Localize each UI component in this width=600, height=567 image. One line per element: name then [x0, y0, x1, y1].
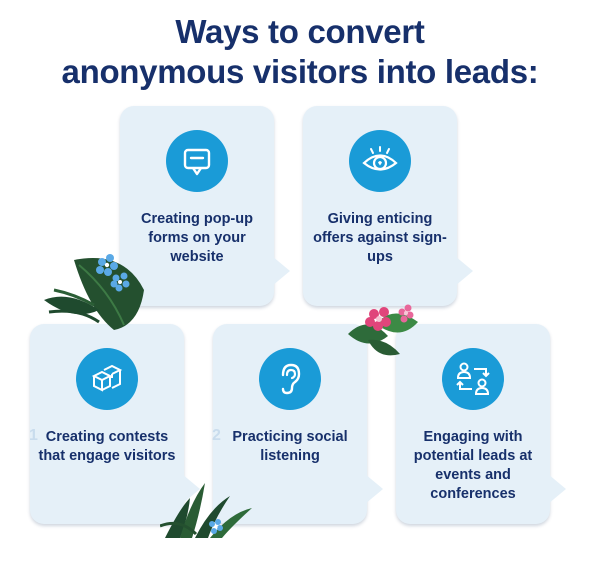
card-tail [548, 474, 566, 504]
card-social-listening: 2 Practicing social listening [212, 324, 383, 524]
people-exchange-icon [442, 348, 504, 410]
cubes-icon [76, 348, 138, 410]
card-label: Creating contests that engage visitors [38, 429, 176, 464]
card-popup-forms: Creating pop-up forms on your website [120, 106, 290, 306]
leaf-decoration-center [348, 304, 418, 356]
blue-flower-icon [209, 519, 223, 534]
card-label: Creating pop-up forms on your website [141, 211, 253, 265]
card-enticing-offers: Giving enticing offers against sign-ups [303, 106, 473, 306]
pink-flower-icon [365, 304, 414, 331]
card-label: Giving enticing offers against sign-ups [313, 211, 447, 265]
grass-decoration-bottom [160, 483, 252, 538]
title-line-2: anonymous visitors into leads: [61, 53, 539, 90]
card-label: Practicing social listening [232, 429, 348, 464]
popup-form-icon [166, 130, 228, 192]
ghost-number: 1 [29, 427, 38, 444]
card-tail [455, 256, 473, 286]
leaf-decoration-left [44, 254, 144, 330]
card-events-conferences: Engaging with potential leads at events … [396, 324, 566, 524]
ghost-number: 2 [212, 427, 221, 444]
title-line-1: Ways to convert [175, 13, 425, 50]
eye-icon [349, 130, 411, 192]
blue-flower-icon [96, 254, 130, 292]
page-title: Ways to convert anonymous visitors into … [0, 12, 600, 92]
card-label: Engaging with potential leads at events … [413, 429, 533, 502]
ear-icon [259, 348, 321, 410]
card-tail [272, 256, 290, 286]
card-tail [365, 474, 383, 504]
